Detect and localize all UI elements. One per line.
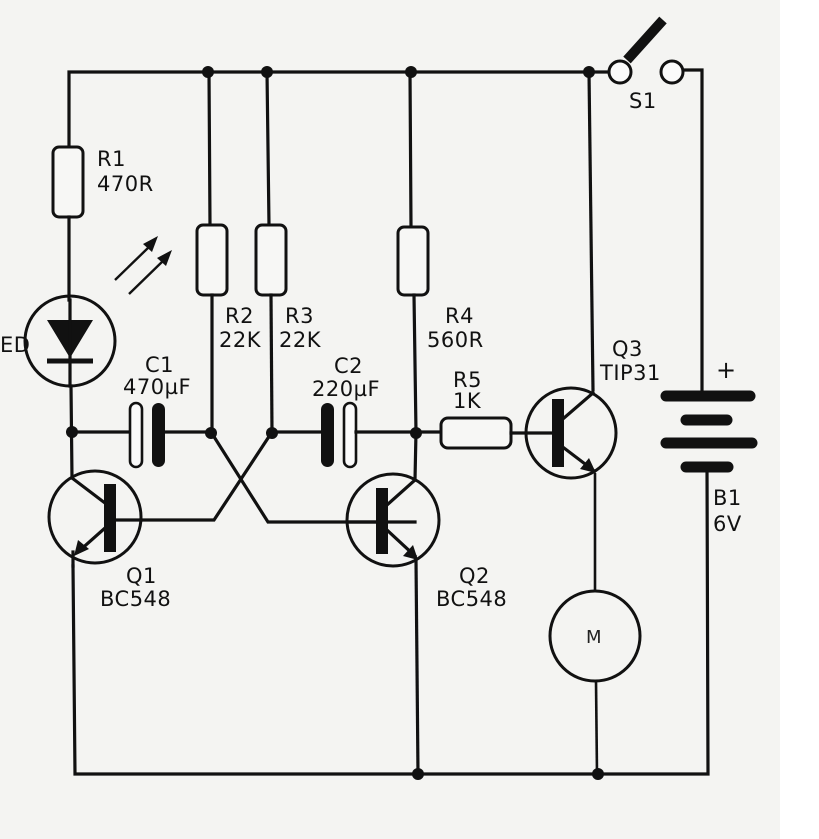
resistor-r2 bbox=[195, 223, 229, 297]
capacitor-c2-plate-pos bbox=[342, 401, 358, 469]
q3-collector bbox=[561, 390, 596, 421]
transistor-q2 bbox=[345, 472, 441, 776]
q1-emitter-arrow-icon bbox=[74, 540, 89, 556]
q3-ref: Q3 bbox=[612, 337, 643, 361]
q3-value: TIP31 bbox=[599, 361, 661, 385]
resistor-r3 bbox=[254, 223, 288, 297]
r3-ref: R3 bbox=[285, 304, 314, 328]
r4-ref: R4 bbox=[445, 304, 474, 328]
c2-value: 220µF bbox=[312, 377, 380, 401]
resistor-r5 bbox=[439, 416, 513, 450]
c2-ref: C2 bbox=[334, 354, 363, 378]
led-ref: ED bbox=[0, 333, 30, 357]
switch-lever[interactable] bbox=[623, 16, 667, 64]
light-emission-arrows-icon bbox=[114, 236, 172, 295]
q2-value: BC548 bbox=[436, 587, 507, 611]
r1-value: 470R bbox=[97, 172, 154, 196]
c1-ref: C1 bbox=[145, 353, 174, 377]
q3-base-bar bbox=[552, 399, 564, 467]
r1-branch bbox=[23, 145, 172, 480]
wire-switch-to-battery bbox=[682, 68, 704, 398]
b1-ref: B1 bbox=[713, 486, 742, 510]
q1-base-bar bbox=[104, 484, 116, 552]
resistor-r4 bbox=[396, 225, 430, 297]
switch-contact bbox=[659, 59, 685, 85]
battery-plus-sign: + bbox=[716, 356, 737, 384]
wire-bottom bbox=[71, 465, 710, 776]
wire-r3-to-q1-base bbox=[139, 429, 275, 522]
top-rail bbox=[67, 68, 704, 398]
battery-b1 bbox=[660, 390, 758, 473]
transistor-q3 bbox=[524, 70, 618, 591]
r5-ref: R5 bbox=[453, 368, 482, 392]
q1-value: BC548 bbox=[100, 587, 171, 611]
q3-emitter-arrow-icon bbox=[580, 458, 596, 473]
c1-value: 470µF bbox=[123, 375, 191, 399]
switch-pivot bbox=[607, 59, 633, 85]
q3-collector-wire bbox=[587, 70, 595, 392]
q2-base-bar bbox=[376, 488, 388, 554]
r5-value: 1K bbox=[453, 389, 482, 413]
capacitor-c1-plate-neg bbox=[152, 403, 165, 467]
r2-value: 22K bbox=[219, 328, 262, 352]
resistor-r1 bbox=[51, 145, 85, 219]
r4-branch bbox=[396, 70, 430, 482]
r2-branch bbox=[195, 70, 229, 434]
r3-branch bbox=[254, 70, 288, 434]
transistor-q1 bbox=[47, 469, 143, 568]
r5-branch bbox=[439, 416, 555, 450]
q2-collector bbox=[384, 477, 418, 508]
q2-ref: Q2 bbox=[459, 564, 490, 588]
capacitor-c2-plate-neg bbox=[321, 403, 334, 467]
labels: R1 470R ED R2 22K R3 22K C1 470µF C2 220… bbox=[0, 89, 742, 648]
q2-emitter-arrow-icon bbox=[403, 545, 418, 560]
s1-ref: S1 bbox=[629, 89, 657, 113]
motor-m bbox=[548, 589, 642, 775]
r2-ref: R2 bbox=[225, 304, 254, 328]
wire-top-left bbox=[67, 70, 610, 149]
bottom-rail bbox=[71, 465, 710, 776]
capacitor-c1-plate-pos bbox=[128, 401, 144, 469]
switch-s1[interactable] bbox=[607, 16, 685, 85]
motor-label: M bbox=[586, 627, 602, 648]
r4-value: 560R bbox=[427, 328, 484, 352]
r3-value: 22K bbox=[279, 328, 322, 352]
c2-branch bbox=[270, 401, 443, 469]
q1-ref: Q1 bbox=[126, 564, 157, 588]
junction-dots bbox=[66, 66, 604, 780]
c1-branch bbox=[70, 401, 213, 469]
q1-collector bbox=[69, 475, 108, 506]
r1-ref: R1 bbox=[97, 147, 126, 171]
b1-value: 6V bbox=[713, 512, 742, 536]
